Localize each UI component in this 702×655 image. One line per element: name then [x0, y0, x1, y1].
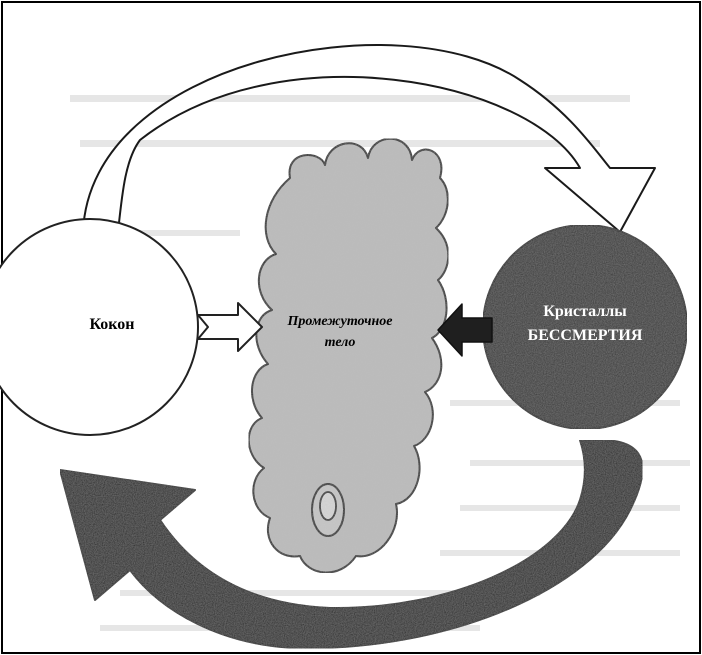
intermediate-body-label-line1: Промежуточное	[286, 314, 392, 329]
top-curved-arrow	[82, 44, 656, 233]
intermediate-body-label-line2: тело	[325, 335, 356, 350]
cocoon-node	[0, 218, 199, 436]
cocoon-label: Кокон	[89, 316, 134, 333]
bottom-curved-arrow	[59, 439, 644, 650]
crystals-label-line2: БЕССМЕРТИЯ	[528, 327, 643, 344]
intermediate-body-cloud	[247, 137, 450, 574]
crystals-label-line1: Кристаллы	[543, 303, 627, 320]
crystals-to-body-arrow	[437, 303, 493, 357]
cocoon-to-body-arrow	[197, 302, 263, 352]
